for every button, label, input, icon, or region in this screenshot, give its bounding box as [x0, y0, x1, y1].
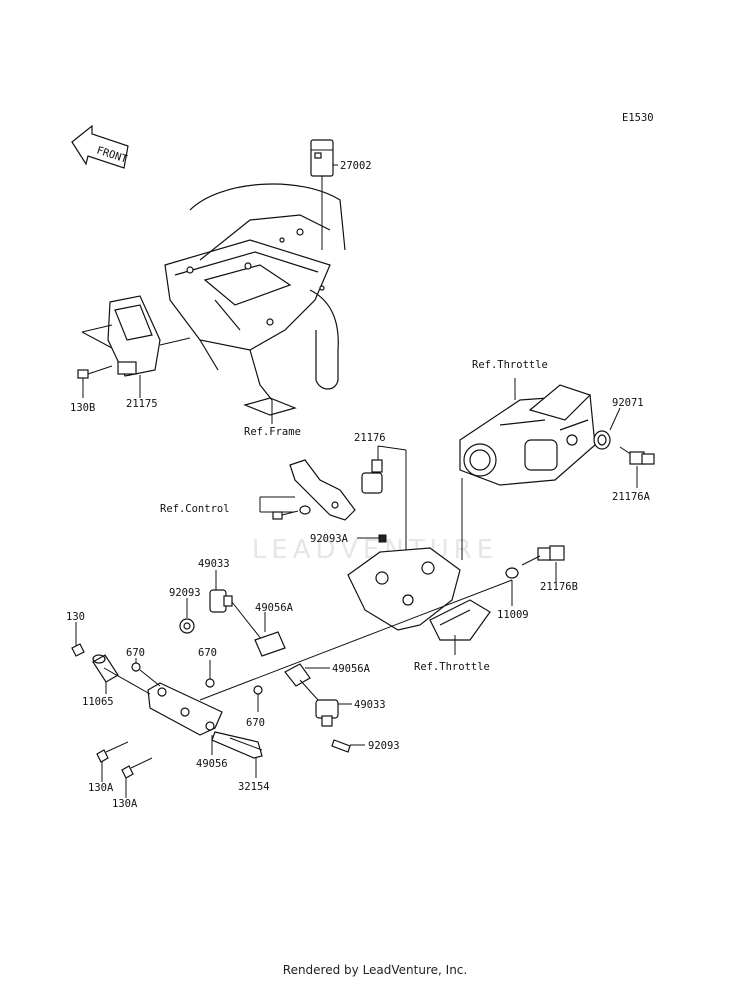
- diagram-code: E1530: [622, 112, 654, 124]
- footer-text: Rendered by LeadVenture, Inc.: [282, 963, 468, 977]
- injector-49033-upper[interactable]: [209, 589, 233, 613]
- sensor-21176A[interactable]: [619, 446, 655, 465]
- intake-manifold: [347, 547, 491, 641]
- label-21175[interactable]: 21175: [126, 398, 158, 410]
- oring-670-a[interactable]: [131, 662, 141, 672]
- sensor-21176[interactable]: [361, 459, 383, 494]
- ref-frame-label[interactable]: Ref.Frame: [244, 426, 301, 438]
- label-670-b[interactable]: 670: [198, 647, 217, 659]
- label-21176[interactable]: 21176: [354, 432, 386, 444]
- injector-49033-lower[interactable]: [315, 699, 339, 727]
- oring-670-b[interactable]: [205, 678, 215, 688]
- label-130A-b[interactable]: 130A: [112, 798, 138, 810]
- frame-assembly: [164, 183, 346, 416]
- label-670-c[interactable]: 670: [246, 717, 265, 729]
- label-21176B[interactable]: 21176B: [540, 581, 578, 593]
- bolt-130A-a[interactable]: [96, 741, 129, 763]
- label-32154[interactable]: 32154: [238, 781, 270, 793]
- bolt-130A-b[interactable]: [121, 757, 153, 779]
- label-92093-lower[interactable]: 92093: [368, 740, 400, 752]
- oring-11009[interactable]: [505, 567, 519, 579]
- hose-49056A-lower[interactable]: [284, 663, 319, 701]
- hose-49056A-upper[interactable]: [231, 601, 286, 657]
- front-arrow-icon: FRONT: [71, 124, 129, 169]
- sensor-21176B[interactable]: [521, 545, 565, 566]
- label-49033-upper[interactable]: 49033: [198, 558, 230, 570]
- bolt-130[interactable]: [71, 643, 85, 657]
- oring-92071[interactable]: [593, 430, 611, 450]
- seal-92093-upper[interactable]: [179, 618, 195, 634]
- label-21176A[interactable]: 21176A: [612, 491, 651, 503]
- label-27002[interactable]: 27002: [340, 160, 372, 172]
- label-670-a[interactable]: 670: [126, 647, 145, 659]
- seal-92093-lower[interactable]: [331, 739, 351, 753]
- label-92093A[interactable]: 92093A: [310, 533, 349, 545]
- label-49056A-upper[interactable]: 49056A: [255, 602, 294, 614]
- label-49033-lower[interactable]: 49033: [354, 699, 386, 711]
- relay-27002[interactable]: [310, 139, 334, 250]
- seal-92093A[interactable]: [378, 534, 387, 543]
- ecu-21175[interactable]: [107, 295, 161, 377]
- label-92093-upper[interactable]: 92093: [169, 587, 201, 599]
- label-130B[interactable]: 130B: [70, 402, 95, 414]
- pipe-32154[interactable]: [211, 731, 263, 759]
- label-11009[interactable]: 11009: [497, 609, 529, 621]
- ref-throttle-bottom-label[interactable]: Ref.Throttle: [414, 661, 490, 673]
- delivery-pipe-49056[interactable]: [103, 667, 223, 736]
- label-130[interactable]: 130: [66, 611, 85, 623]
- label-92071[interactable]: 92071: [612, 397, 644, 409]
- label-130A-a[interactable]: 130A: [88, 782, 114, 794]
- label-49056[interactable]: 49056: [196, 758, 228, 770]
- control-bracket: [289, 459, 356, 521]
- oring-670-c[interactable]: [253, 685, 263, 695]
- ref-throttle-top-label[interactable]: Ref.Throttle: [472, 359, 548, 371]
- ref-control-label[interactable]: Ref.Control: [160, 503, 230, 515]
- label-11065[interactable]: 11065: [82, 696, 114, 708]
- label-49056A-lower[interactable]: 49056A: [332, 663, 371, 675]
- bolt-control[interactable]: [272, 505, 311, 520]
- bolt-130B[interactable]: [77, 365, 113, 379]
- throttle-body: [459, 384, 596, 486]
